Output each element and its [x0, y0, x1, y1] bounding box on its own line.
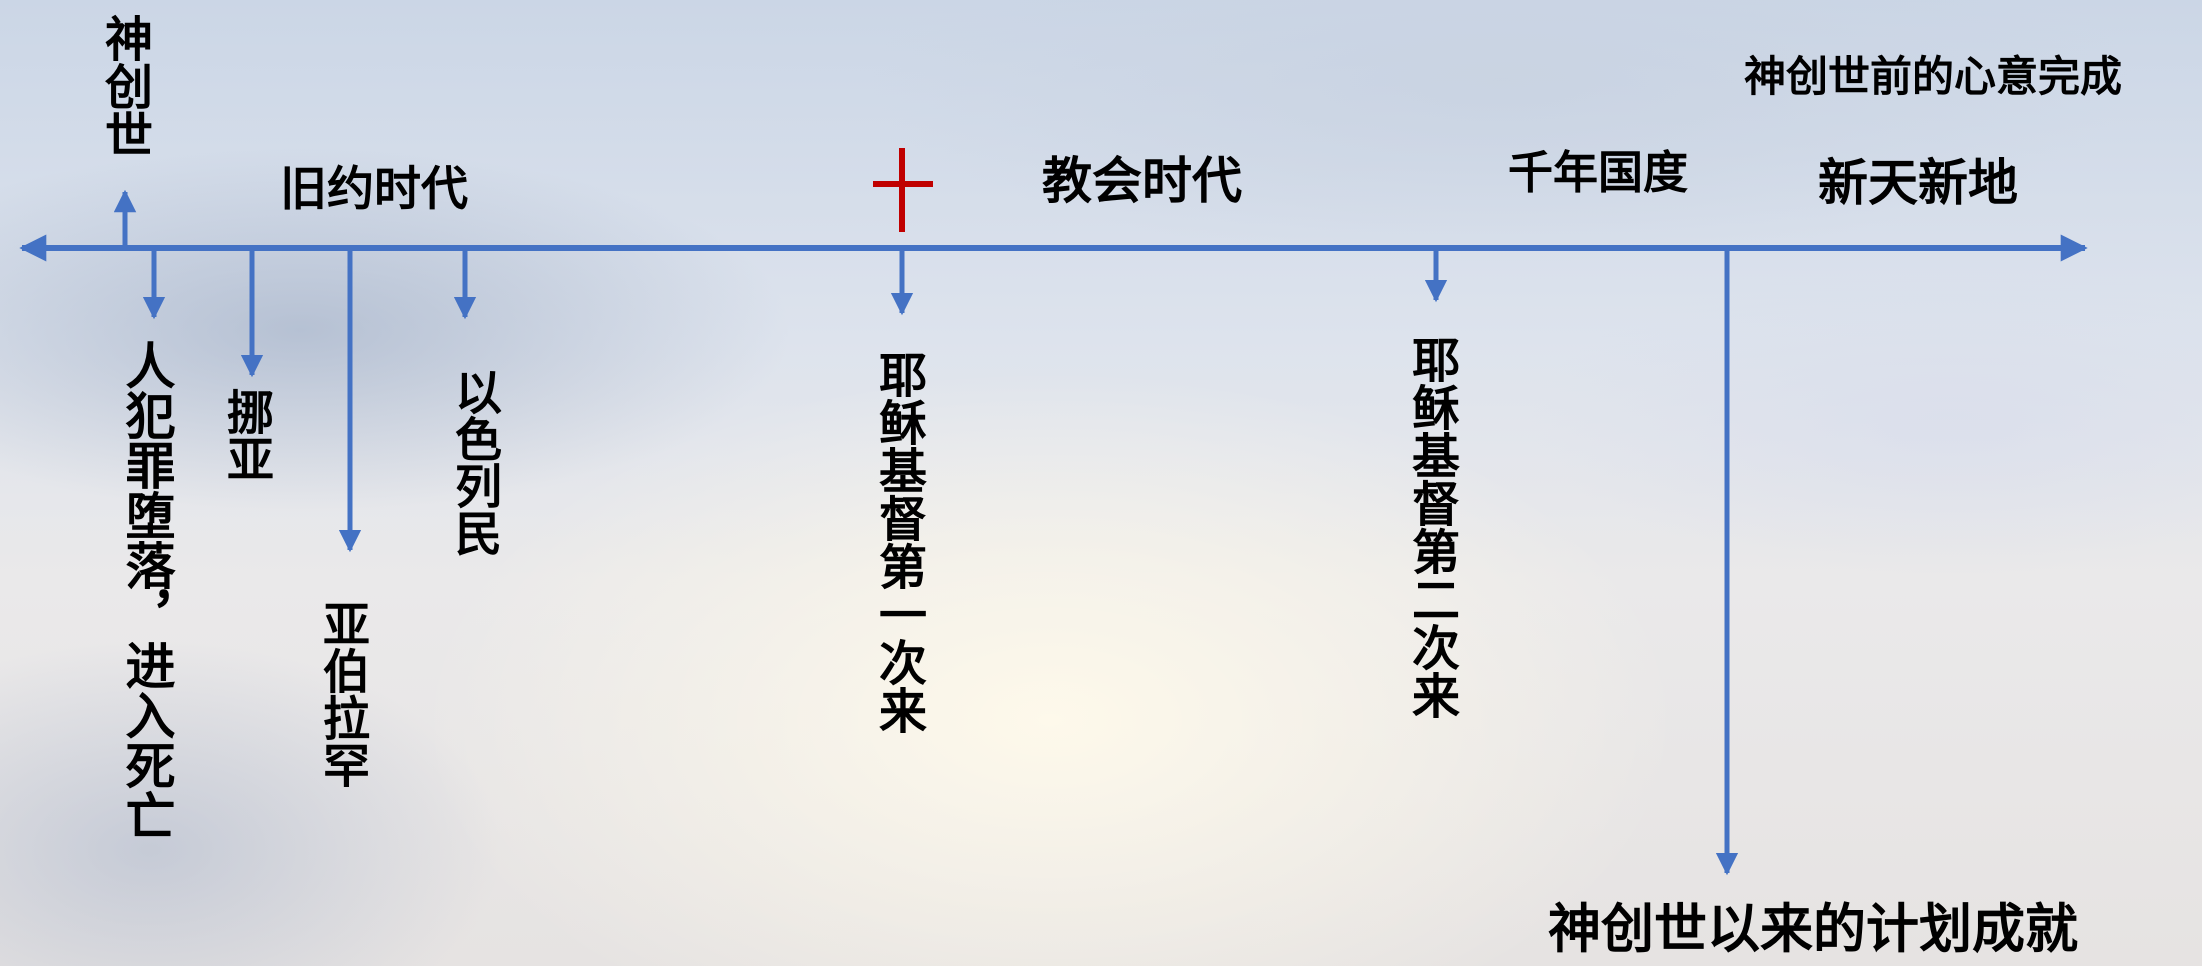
- plan-fulfilled-label: 神创世以来的计划成就: [1548, 898, 2078, 960]
- second-coming-label: 耶稣基督第二次来: [1403, 335, 1459, 719]
- church-era-label: 教会时代: [1042, 151, 1242, 210]
- abraham-label: 亚伯拉罕: [314, 600, 369, 788]
- creation-label: 神创世: [96, 14, 152, 158]
- old-testament-era-label: 旧约时代: [280, 162, 468, 217]
- eternal-will-label: 神创世前的心意完成: [1744, 52, 2123, 101]
- millennium-label: 千年国度: [1508, 146, 1689, 199]
- new-heaven-earth-label: 新天新地: [1818, 153, 2018, 212]
- first-coming-label: 耶稣基督第一次来: [870, 350, 926, 734]
- cross-icon: [873, 148, 933, 232]
- noah-label: 挪亚: [218, 388, 273, 482]
- israel-label: 以色列民: [446, 368, 501, 556]
- fall-label: 人犯罪堕落，进入死亡: [117, 340, 177, 840]
